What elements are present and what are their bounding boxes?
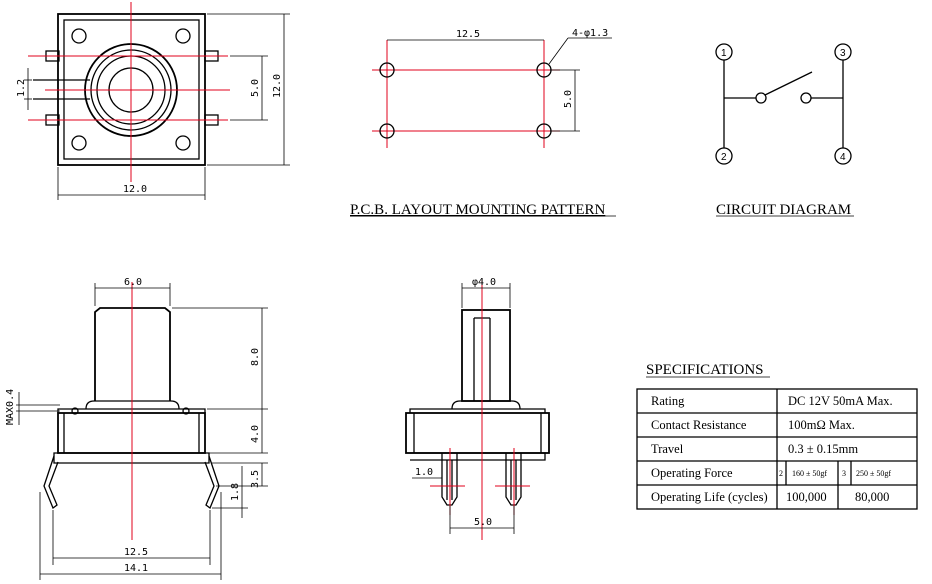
dim-side-foot: 1.8 [230, 483, 241, 501]
pcb-pattern: 12.5 5.0 4-φ1.3 P.C.B. LAYOUT MOUNTING P… [350, 28, 616, 218]
spec-option-value: 250 ± 50gf [856, 469, 891, 478]
spec-value: 100mΩ Max. [788, 418, 855, 432]
dim-side-body: 4.0 [250, 425, 261, 443]
spec-value: 0.3 ± 0.15mm [788, 442, 858, 456]
dim-side-stem: 8.0 [250, 348, 261, 366]
dim-pcb-spacing-x: 12.5 [456, 29, 480, 40]
spec-value: DC 12V 50mA Max. [788, 394, 893, 408]
pcb-caption: P.C.B. LAYOUT MOUNTING PATTERN [350, 202, 605, 218]
side-view: 6.0 8.0 4.0 3.5 1.8 MAX0.4 12.5 14.1 [5, 277, 268, 580]
dim-top-pin-spacing: 5.0 [250, 79, 261, 97]
specifications: SPECIFICATIONS Rating DC 12V 50mA Max. C… [636, 362, 918, 510]
dim-side-lead-outer: 14.1 [124, 563, 148, 574]
circuit-pin-label: 1 [721, 48, 727, 59]
end-view-stem [461, 309, 511, 402]
circuit-caption: CIRCUIT DIAGRAM [716, 202, 851, 218]
dim-top-width: 12.0 [123, 184, 147, 195]
dim-end-pin-thick: 1.0 [415, 467, 433, 478]
top-view-corner-hole [175, 135, 191, 151]
spec-label: Operating Life (cycles) [651, 490, 768, 504]
dim-side-max: MAX0.4 [5, 389, 16, 425]
end-view-body [405, 412, 550, 454]
circuit-diagram: 1 3 2 4 CIRCUIT DIAGRAM [715, 43, 854, 218]
spec-value: 100,000 [786, 490, 827, 504]
top-view: 12.0 12.0 5.0 1.2 [16, 2, 290, 200]
switch-contact [755, 92, 767, 104]
dim-end-stem-dia: φ4.0 [472, 277, 496, 288]
spec-option-number: 2 [779, 469, 783, 478]
circuit-pin-label: 2 [721, 152, 727, 163]
side-view-lead [204, 455, 220, 510]
dim-top-pin-width: 1.2 [16, 79, 27, 97]
dim-side-leg: 3.5 [250, 470, 261, 488]
dim-pcb-spacing-y: 5.0 [563, 90, 574, 108]
top-view-corner-hole [71, 135, 87, 151]
specs-title: SPECIFICATIONS [646, 362, 764, 378]
switch-lever [764, 71, 813, 96]
spec-label: Contact Resistance [651, 418, 747, 432]
dim-pcb-holes: 4-φ1.3 [572, 28, 608, 39]
circuit-pin-label: 3 [840, 48, 846, 59]
circuit-pin-label: 4 [840, 152, 846, 163]
spec-option-value: 160 ± 50gf [792, 469, 827, 478]
spec-option-number: 3 [842, 469, 846, 478]
top-view-corner-hole [71, 28, 87, 44]
spec-value: 80,000 [855, 490, 889, 504]
spec-label: Rating [651, 394, 685, 408]
spec-label: Operating Force [651, 466, 733, 480]
spec-label: Travel [651, 442, 684, 456]
switch-contact [800, 92, 812, 104]
top-view-corner-hole [175, 28, 191, 44]
dim-end-pin-span: 5.0 [474, 517, 492, 528]
side-view-lead [43, 455, 59, 510]
end-view: φ4.0 1.0 5.0 [405, 277, 550, 540]
dim-side-actuator: 6.0 [124, 277, 142, 288]
dim-side-lead-inner: 12.5 [124, 547, 148, 558]
dim-top-height: 12.0 [272, 74, 283, 98]
pcb-hole [379, 62, 395, 78]
pcb-hole [379, 123, 395, 139]
